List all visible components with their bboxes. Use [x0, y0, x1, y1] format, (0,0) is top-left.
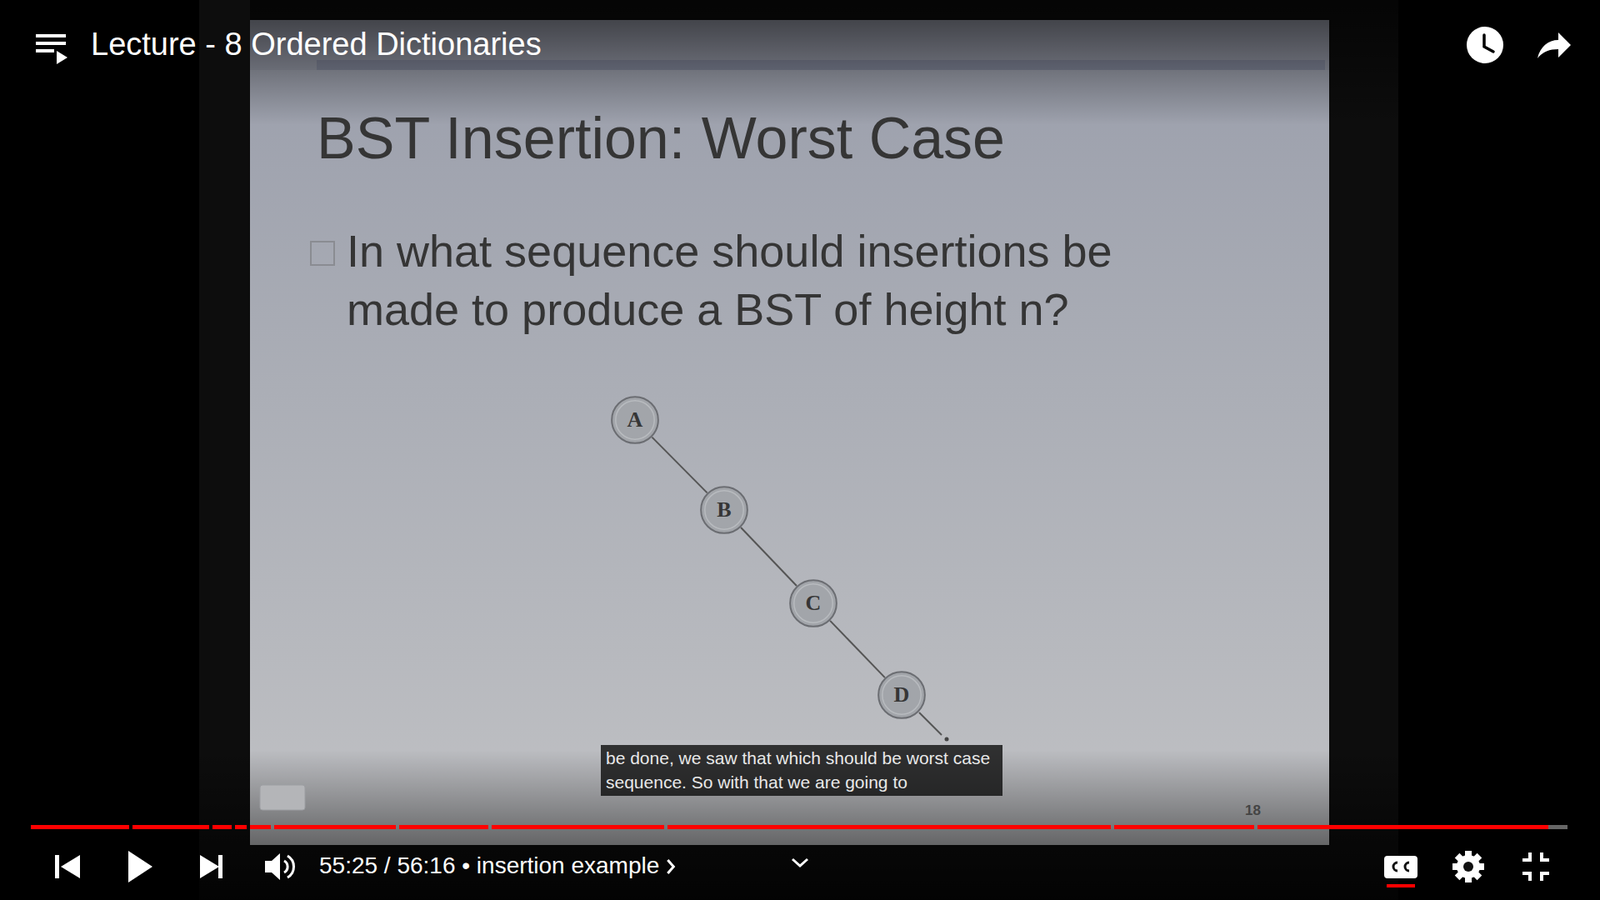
chapter-chevron	[667, 860, 674, 874]
node-inner-ring	[794, 584, 833, 623]
play-button	[128, 850, 153, 883]
tree-tail-line	[919, 712, 942, 735]
watch-later-icon	[1466, 26, 1504, 64]
node-letter: A	[627, 409, 644, 431]
node-inner-ring	[615, 400, 655, 440]
tree-tail-dot	[945, 737, 950, 742]
node-circle	[700, 486, 748, 534]
slide-logo	[260, 785, 305, 810]
tree-node-circle: A	[610, 395, 660, 445]
tree-node-circle: D	[877, 670, 926, 720]
tree-edge	[830, 620, 885, 678]
caption-text: be done, we saw that which should be wor…	[600, 745, 1003, 796]
tree-node-circle: C	[789, 579, 838, 628]
previous-button	[55, 855, 80, 879]
node-inner-ring	[705, 490, 744, 530]
node-letter: D	[894, 684, 910, 706]
slide	[250, 20, 1330, 845]
slide-number: 18	[1245, 803, 1261, 820]
playlist-icon	[35, 34, 68, 65]
node-inner-ring	[882, 675, 921, 715]
slide-title: BST Insertion: Worst Case	[316, 106, 1005, 171]
tree-node-circle: B	[700, 485, 749, 535]
bullet-text: In what sequence should insertions be ma…	[346, 221, 1214, 339]
node-letter: C	[805, 592, 822, 615]
next-button	[200, 855, 223, 879]
tree-edge	[740, 527, 797, 586]
node-letter: B	[716, 499, 731, 521]
time-and-chapter: 55:25 / 56:16 • insertion example	[319, 851, 660, 880]
node-circle	[611, 396, 659, 444]
share-icon	[1537, 32, 1571, 59]
tree-edge	[651, 437, 707, 494]
volume-icon	[265, 853, 295, 880]
exit-fullscreen-icon	[1522, 852, 1550, 881]
settings-gear	[1452, 850, 1485, 883]
node-circle	[790, 580, 837, 627]
bullet-box	[310, 241, 335, 265]
video-title: Lecture - 8 Ordered Dictionaries	[90, 25, 542, 65]
chapter-chevron-down	[792, 859, 808, 866]
captions-button	[1384, 855, 1418, 888]
progress-bar	[30, 825, 1568, 830]
node-circle	[878, 671, 925, 719]
